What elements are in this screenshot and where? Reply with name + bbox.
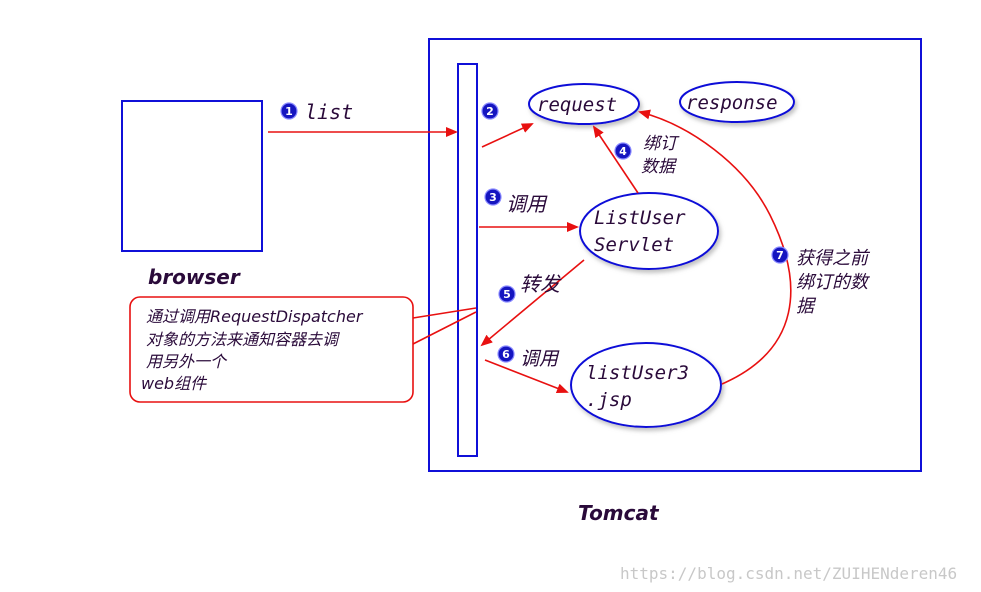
step-3: 3 调用 <box>484 188 548 216</box>
callout-pointer-top <box>412 307 477 319</box>
servlet-ellipse <box>579 192 719 270</box>
jsp-label-line1: listUser3 <box>586 362 689 384</box>
step-1-badge <box>280 102 298 120</box>
jsp-ellipse <box>570 342 722 428</box>
step-7: 7 获得之前 绑订的数 据 <box>771 246 871 317</box>
step-7-text-line1: 获得之前 <box>796 248 871 269</box>
jsp-label-line2: .jsp <box>586 389 632 411</box>
step-4-number: 4 <box>619 145 627 158</box>
step-7-text-line2: 绑订的数 <box>796 272 870 293</box>
step-4-badge <box>614 142 632 160</box>
watermark: https://blog.csdn.net/ZUIHENderen46 <box>620 564 957 583</box>
step-1-text: list <box>305 100 353 124</box>
step-2-number: 2 <box>486 105 494 118</box>
step-6: 6 调用 <box>497 345 560 370</box>
callout-line-1: 通过调用RequestDispatcher <box>146 307 364 326</box>
step-3-number: 3 <box>489 191 497 204</box>
step-6-text: 调用 <box>520 348 560 370</box>
browser-box <box>121 100 263 252</box>
tomcat-container <box>428 38 922 472</box>
callout-line-4: web组件 <box>141 374 208 393</box>
step-1: 1 list <box>280 100 353 124</box>
response-ellipse <box>679 81 795 123</box>
step-1-number: 1 <box>285 105 293 118</box>
callout-box <box>129 296 414 403</box>
step-3-text: 调用 <box>506 192 548 216</box>
step-2-badge <box>481 102 499 120</box>
step-3-badge <box>484 188 502 206</box>
step-6-number: 6 <box>502 348 510 361</box>
tomcat-label: Tomcat <box>578 501 660 525</box>
step-5-badge <box>498 285 516 303</box>
step-4-text-line2: 数据 <box>641 157 678 177</box>
step-7-badge <box>771 246 789 264</box>
arrow-7-get-data <box>638 109 792 385</box>
callout-line-3: 用另外一个 <box>146 352 228 371</box>
callout-pointer-bottom <box>412 311 477 345</box>
step-4: 4 绑订 数据 <box>614 134 680 177</box>
step-2: 2 <box>481 102 499 120</box>
step-7-number: 7 <box>776 249 784 262</box>
callout-line-2: 对象的方法来通知容器去调 <box>146 330 340 349</box>
step-6-badge <box>497 345 515 363</box>
arrow-2-request <box>481 123 534 148</box>
step-5-text: 转发 <box>520 272 562 296</box>
browser-label: browser <box>148 265 241 289</box>
step-5: 5 转发 <box>498 272 562 303</box>
dispatcher-bar <box>457 63 478 457</box>
step-4-text-line1: 绑订 <box>643 134 680 154</box>
arrow-5-forward <box>480 259 585 347</box>
request-ellipse <box>528 83 640 125</box>
step-5-number: 5 <box>503 288 511 301</box>
step-7-text-line3: 据 <box>796 296 817 317</box>
servlet-label-line1: ListUser <box>594 207 686 229</box>
response-label: response <box>686 92 778 114</box>
request-label: request <box>537 94 617 116</box>
arrow-6-jsp <box>484 359 569 394</box>
servlet-label-line2: Servlet <box>594 234 674 256</box>
arrow-4-bind <box>592 125 639 194</box>
